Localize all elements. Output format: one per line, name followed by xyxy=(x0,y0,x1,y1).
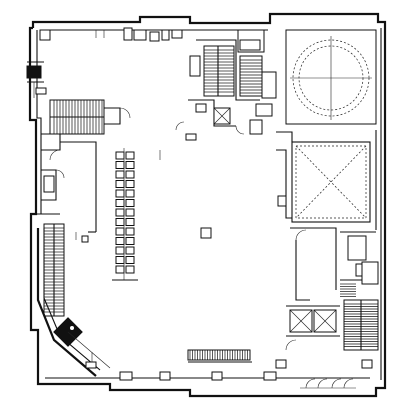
column-icon xyxy=(115,256,125,264)
column-icon xyxy=(115,218,125,226)
stair-icon xyxy=(43,223,65,317)
west-entry xyxy=(26,61,47,98)
column-icon xyxy=(115,161,125,169)
column-icon xyxy=(125,227,135,236)
column-icon xyxy=(125,199,135,207)
north-wall-fixtures xyxy=(39,27,183,42)
column-icon xyxy=(125,161,135,169)
southwest-entry xyxy=(36,228,111,377)
column-icon xyxy=(115,246,125,255)
column-icon xyxy=(125,208,135,217)
column-icon xyxy=(125,237,135,245)
column-icon xyxy=(115,199,125,207)
stair-icon xyxy=(187,349,252,363)
column-icon xyxy=(115,208,125,217)
door-swing-icon xyxy=(300,378,356,389)
stair-icon xyxy=(49,99,131,135)
column-icon xyxy=(115,265,125,274)
atrium-void-icon xyxy=(276,130,377,230)
column-icon xyxy=(115,189,125,198)
column-icon xyxy=(125,180,135,188)
circular-room-icon xyxy=(285,29,377,125)
column-icon xyxy=(115,227,125,236)
west-rooms xyxy=(41,133,97,243)
column-icon xyxy=(115,170,125,179)
stair-icon xyxy=(285,299,379,351)
misc-fixtures xyxy=(159,133,373,369)
column-icon xyxy=(125,246,135,255)
column-icon xyxy=(125,151,135,160)
southeast-rooms xyxy=(290,227,379,301)
column-icon xyxy=(115,151,125,160)
column-icon xyxy=(125,256,135,264)
south-wall-fixtures xyxy=(85,352,277,381)
column-icon xyxy=(200,227,212,239)
column-icon xyxy=(115,237,125,245)
column-icon xyxy=(125,170,135,179)
column-row xyxy=(112,148,138,281)
elevator-icon xyxy=(286,305,340,337)
column-icon xyxy=(125,189,135,198)
column-icon xyxy=(125,265,135,274)
column-icon xyxy=(115,180,125,188)
north-core xyxy=(175,29,277,135)
column-icon xyxy=(125,218,135,226)
